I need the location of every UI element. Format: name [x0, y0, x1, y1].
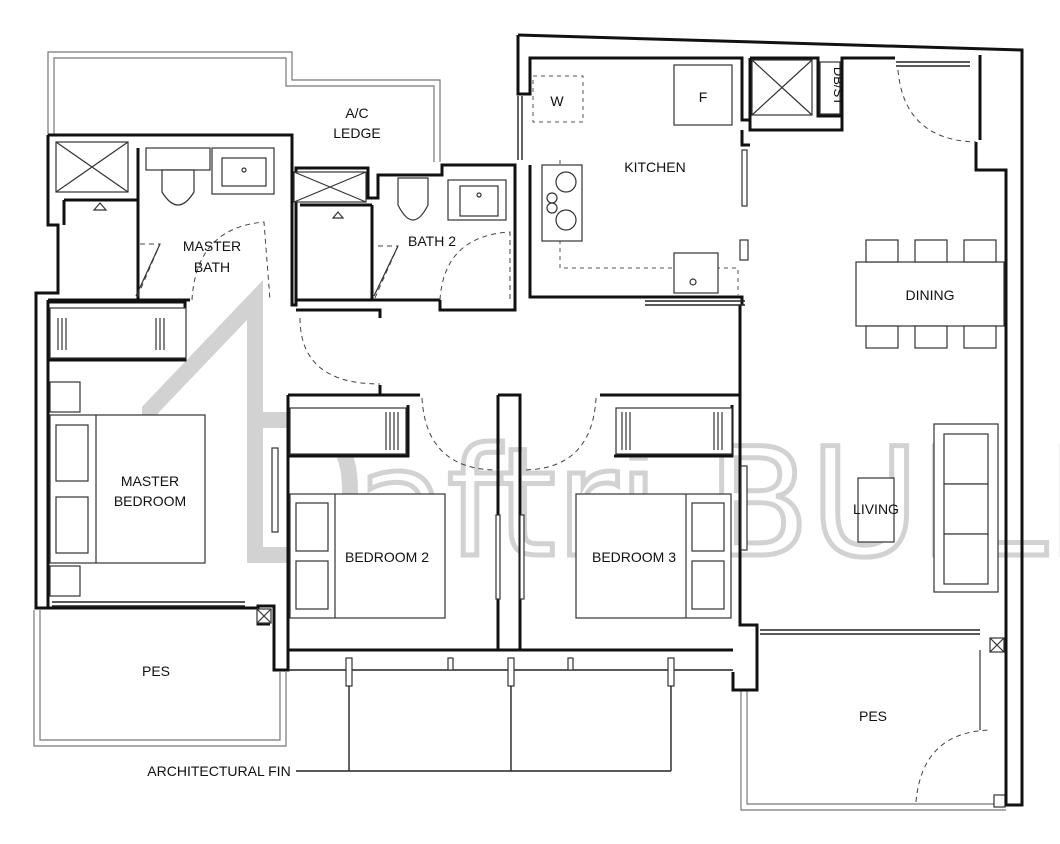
bedroom3-furniture	[519, 407, 748, 619]
bedroom3-label: BEDROOM 3	[592, 549, 676, 565]
shower-master	[55, 141, 129, 211]
master-bath-label-line1: MASTER	[183, 238, 241, 254]
ac-ledge-outline	[47, 51, 441, 162]
living-label: LIVING	[853, 501, 899, 517]
kitchen-label: KITCHEN	[624, 159, 685, 175]
ac-ledge-label-line1: A/C	[345, 105, 368, 121]
master-bath-fixtures	[145, 147, 275, 206]
kitchen-fixtures	[517, 64, 749, 306]
bedroom2-furniture	[289, 407, 501, 619]
dining-set	[855, 239, 1005, 349]
washer-label: W	[550, 93, 564, 109]
dining-label: DINING	[906, 287, 955, 303]
pes-left-outline	[33, 610, 287, 747]
db-st-label: DB/ST	[831, 67, 846, 105]
db-st-cabinet	[819, 61, 841, 115]
shower-bath2	[293, 171, 367, 219]
pes-right-label: PES	[859, 708, 887, 724]
bath-walls	[48, 148, 517, 318]
columns	[256, 608, 1005, 653]
ac-ledge-label-line2: LEDGE	[333, 125, 380, 141]
bedroom-walls	[36, 300, 740, 672]
architectural-fin-callout	[296, 686, 672, 772]
fin-ledge	[288, 657, 733, 687]
sliding-doors	[52, 61, 980, 635]
bath2-label: BATH 2	[408, 233, 456, 249]
master-bedroom-label-line1: MASTER	[121, 473, 179, 489]
bath2-fixtures	[397, 177, 507, 221]
master-bedroom-label-line2: BEDROOM	[114, 493, 186, 509]
master-bedroom-furniture	[49, 307, 279, 597]
fridge-label: F	[699, 89, 708, 105]
master-bath-label-line2: BATH	[194, 259, 230, 275]
pes-right-outline	[740, 690, 1006, 811]
room-labels: A/C LEDGE MASTER BATH BATH 2 KITCHEN DIN…	[114, 67, 955, 779]
pes-left-label: PES	[142, 663, 170, 679]
door-swings	[135, 69, 991, 803]
bedroom2-label: BEDROOM 2	[345, 549, 429, 565]
living-furniture	[857, 423, 999, 593]
shower-kitchen-yard	[751, 59, 813, 116]
architectural-fin-label: ARCHITECTURAL FIN	[147, 763, 290, 779]
